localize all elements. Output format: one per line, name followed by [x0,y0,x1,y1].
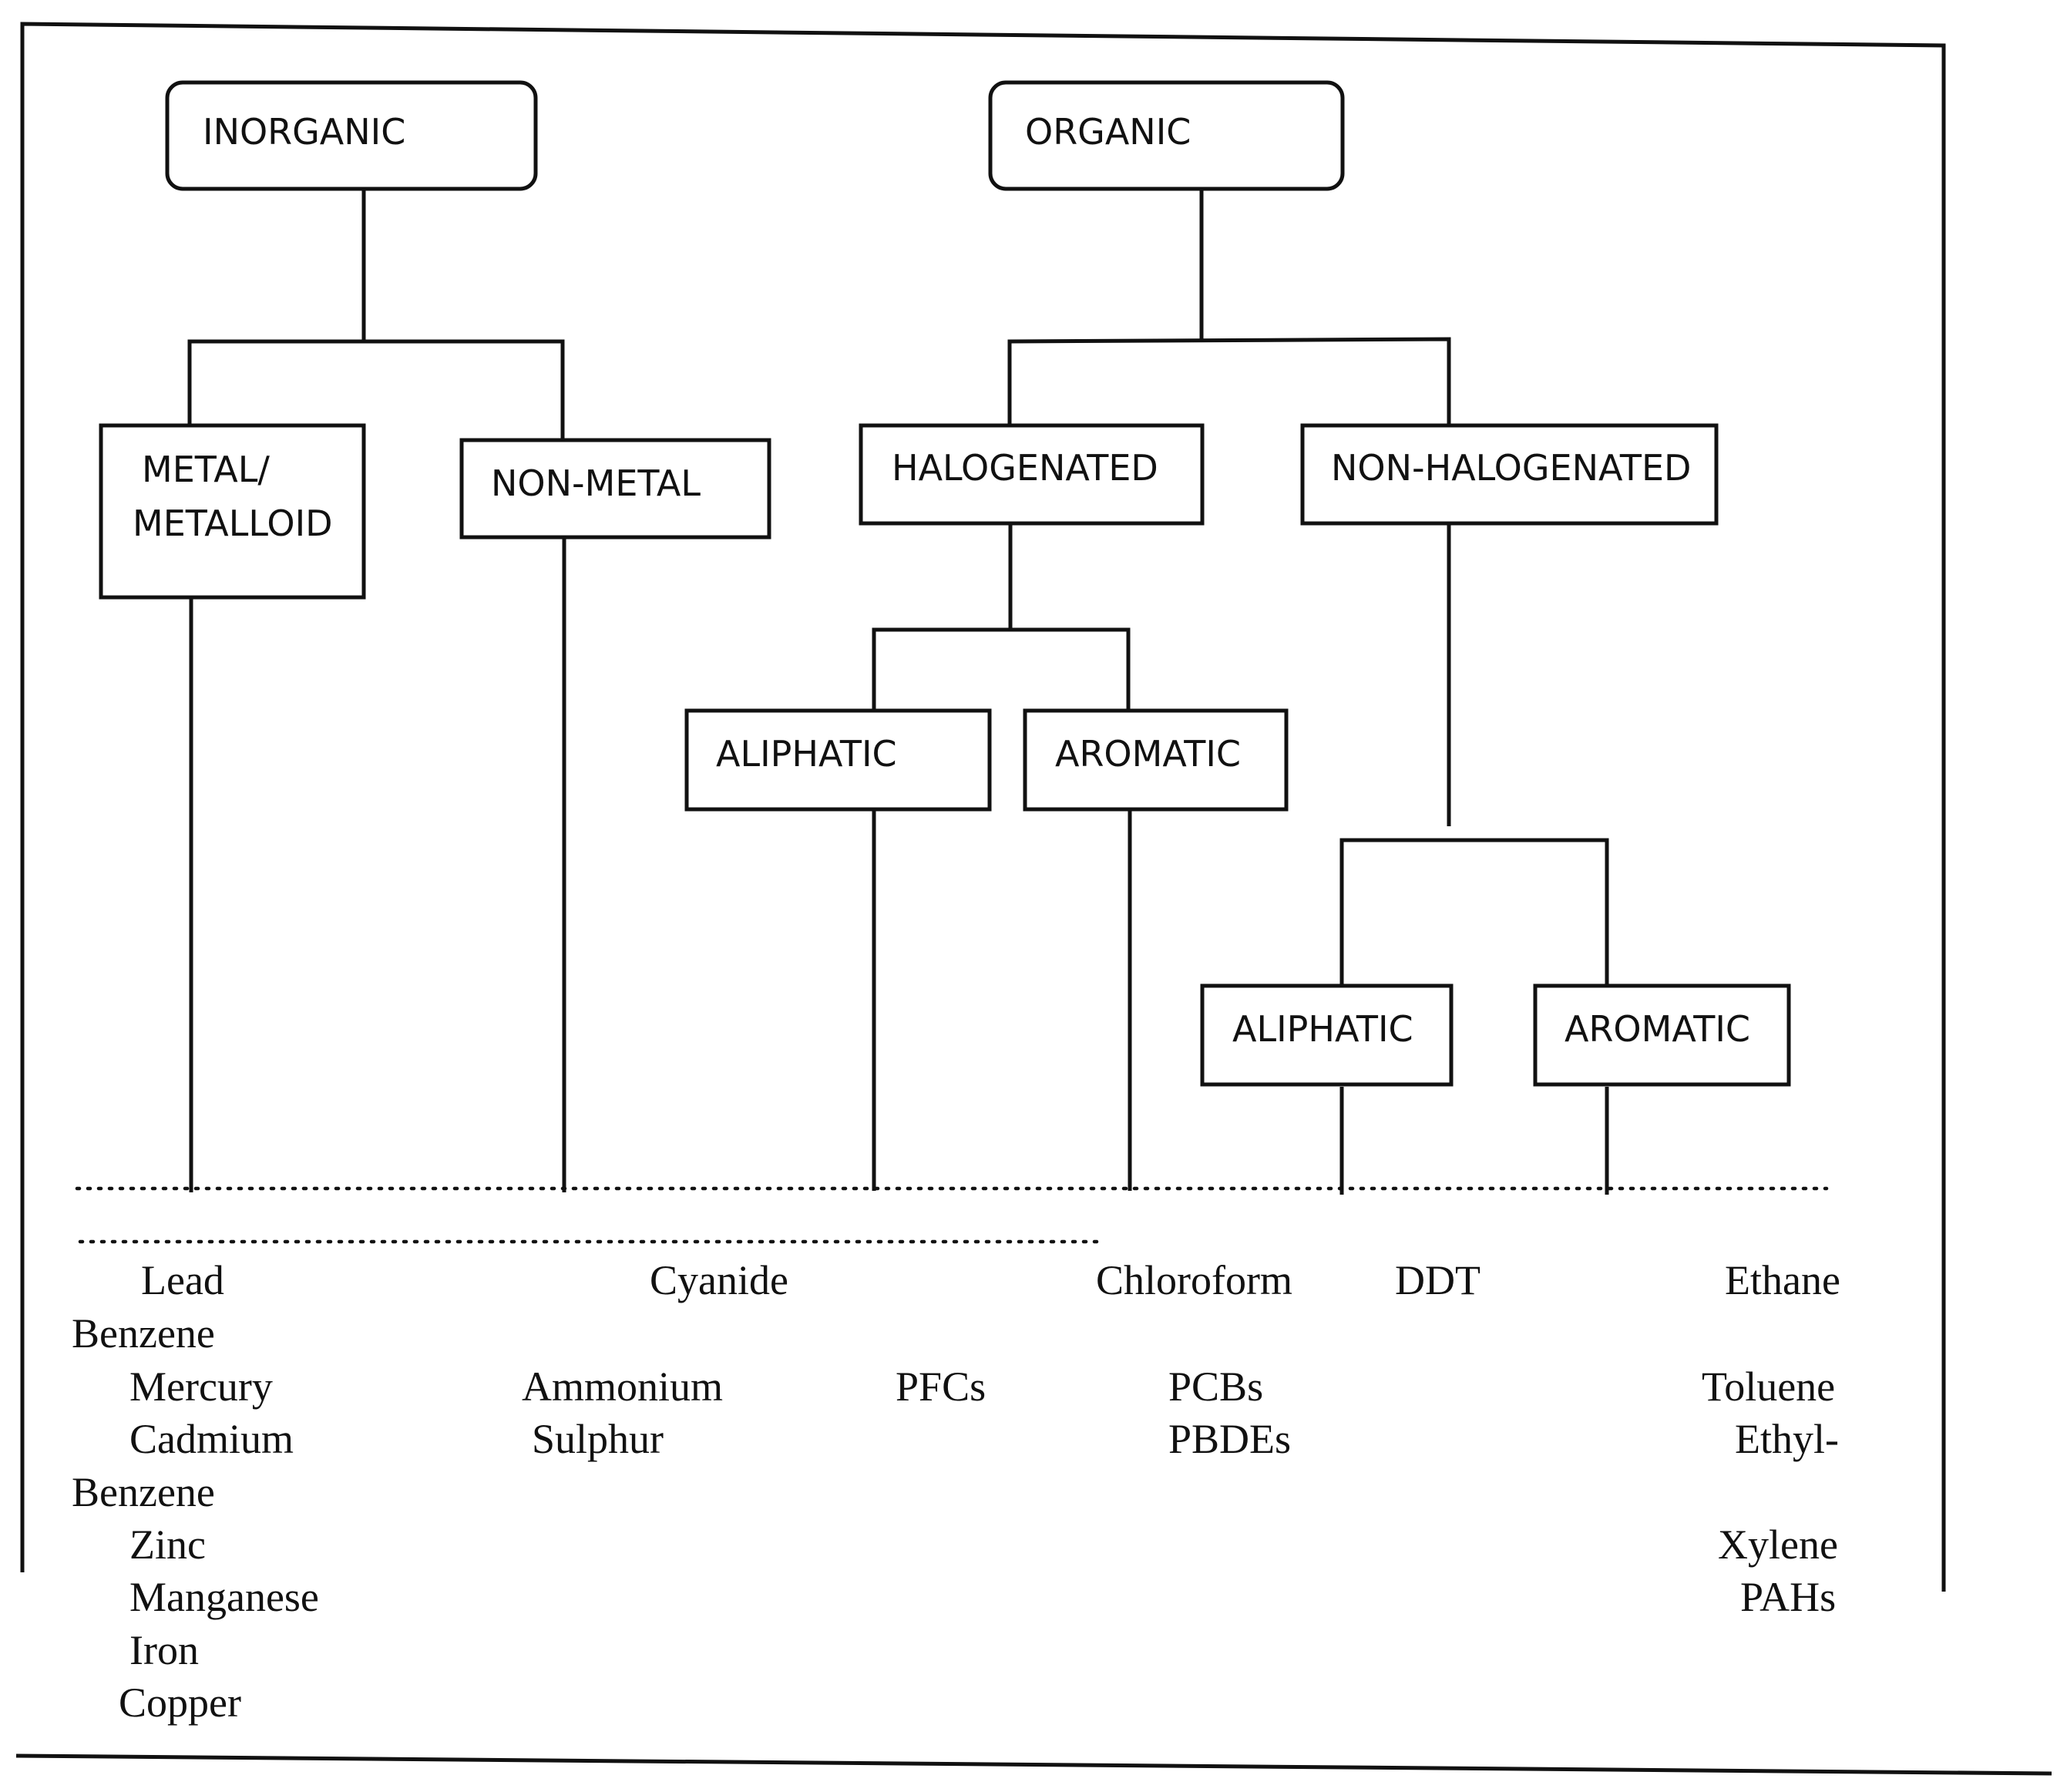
example-ddt: DDT [1395,1257,1481,1303]
organic-label: ORGANIC [1025,111,1191,153]
example-mercury: Mercury [129,1363,273,1410]
example-cadmium: Cadmium [129,1416,294,1462]
frame-bottom-rule [15,1753,2052,1776]
hal-aliphatic-label: ALIPHATIC [716,733,897,775]
example-pahs: PAHs [1740,1574,1836,1620]
inorganic-box [165,80,538,191]
example-zinc: Zinc [129,1521,206,1568]
example-cyanide: Cyanide [650,1257,788,1303]
metal-label-line2: METALLOID [133,503,333,544]
frame-left-top-right [20,22,1946,1592]
non-halogenated-box [1300,423,1719,526]
hal-aromatic-box [1023,708,1289,812]
halogenated-branch [872,627,1131,711]
nonhal-aliphatic-box [1200,983,1454,1087]
example-manganese: Manganese [129,1574,319,1620]
example-lead: Lead [141,1257,224,1303]
example-ethane: Ethane [1725,1257,1840,1303]
hal-aromatic-label: AROMATIC [1055,733,1241,775]
example-pcbs: PCBs [1168,1363,1263,1410]
metal-metalloid-box [99,423,366,600]
example-sulphur: Sulphur [532,1416,664,1462]
example-iron: Iron [129,1627,199,1673]
example-toluene: Toluene [1702,1363,1835,1410]
example-copper: Copper [119,1679,241,1726]
example-chloroform: Chloroform [1096,1257,1292,1303]
nonhal-aliphatic-label: ALIPHATIC [1232,1008,1413,1050]
example-xylene: Xylene [1718,1521,1838,1568]
non-halogenated-branch [1339,838,1609,986]
hal-aliphatic-box [684,708,992,812]
non-metal-box [459,438,771,540]
non-metal-label: NON-METAL [491,462,701,504]
inorganic-label: INORGANIC [203,111,405,153]
example-benzene-1: Benzene [72,1310,215,1357]
example-ammonium: Ammonium [522,1363,723,1410]
organic-box [988,80,1345,191]
non-halogenated-label: NON-HALOGENATED [1331,447,1691,489]
organic-branch [1007,337,1451,425]
example-ethyl: Ethyl- [1735,1416,1839,1462]
example-benzene-2: Benzene [72,1469,215,1515]
example-pbdes: PBDEs [1168,1416,1291,1462]
example-pfcs: PFCs [896,1363,986,1410]
nonhal-aromatic-label: AROMATIC [1565,1008,1750,1050]
halogenated-box [859,423,1205,526]
inorganic-branch [187,339,565,440]
metal-label-line1: METAL/ [142,449,270,490]
nonhal-aromatic-box [1533,983,1791,1087]
halogenated-label: HALOGENATED [892,447,1158,489]
